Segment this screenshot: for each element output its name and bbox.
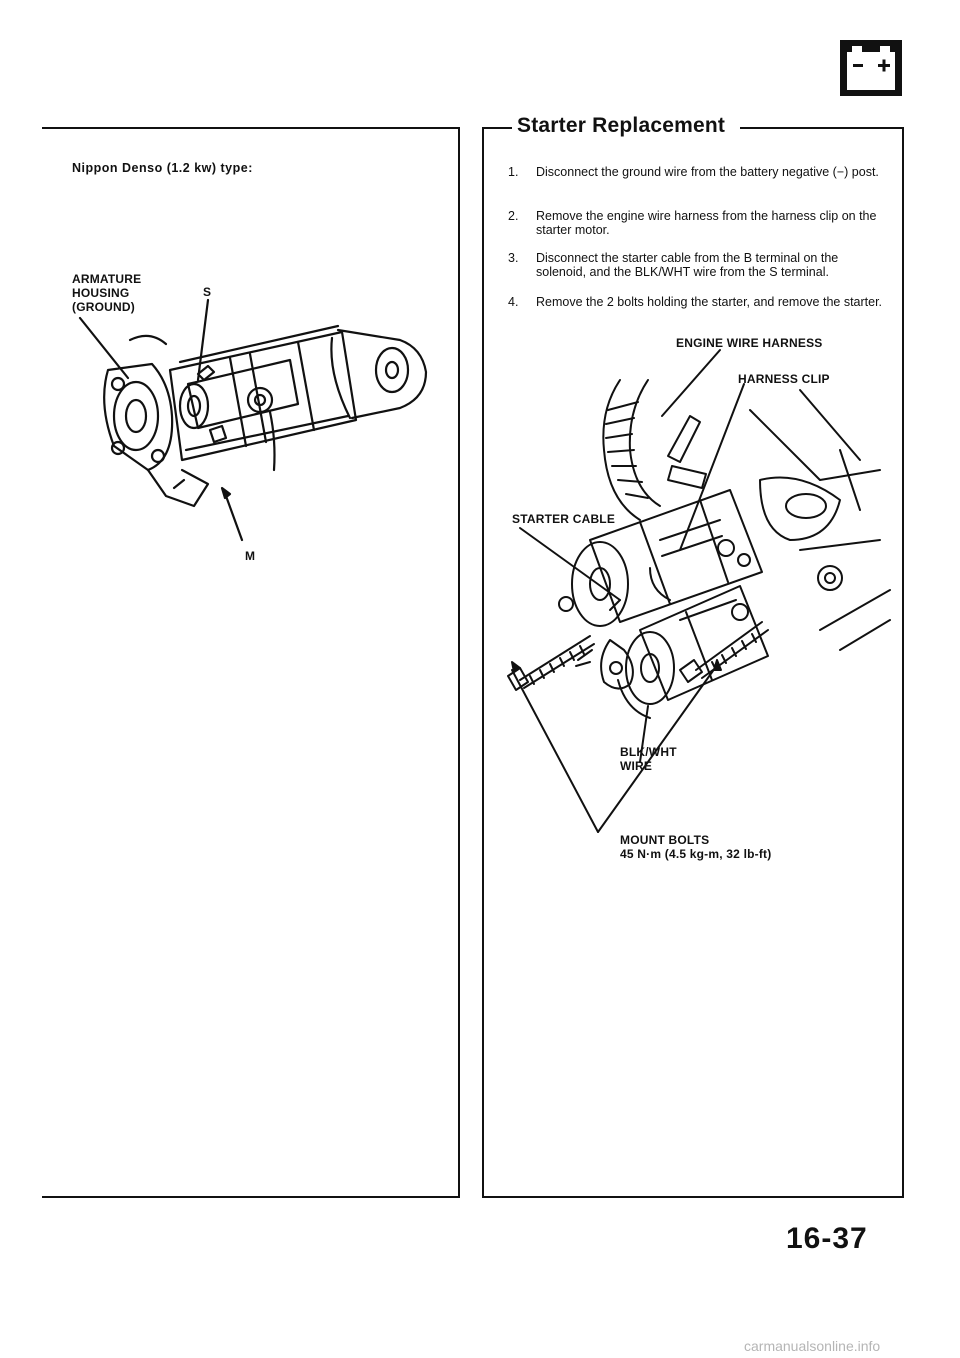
left-bottom-rule xyxy=(42,1196,460,1198)
footer-watermark: carmanualsonline.info xyxy=(744,1338,881,1354)
step-text: Remove the 2 bolts holding the starter, … xyxy=(536,295,883,309)
left-vertical-rule xyxy=(458,127,460,1197)
engine-wire-harness-callout: ENGINE WIRE HARNESS xyxy=(676,336,823,350)
step-3: 3. Disconnect the starter cable from the… xyxy=(508,251,888,281)
step-text: Disconnect the ground wire from the batt… xyxy=(536,165,879,179)
mount-bolts-callout: MOUNT BOLTS xyxy=(620,833,710,847)
step-number: 2. xyxy=(508,209,519,223)
harness-clip-callout: HARNESS CLIP xyxy=(738,372,830,386)
step-2: 2. Remove the engine wire harness from t… xyxy=(508,209,888,239)
page-number: 16-37 xyxy=(786,1222,868,1255)
starter-type-label: Nippon Denso (1.2 kw) type: xyxy=(72,161,253,175)
torque-spec-callout: 45 N·m (4.5 kg-m, 32 lb-ft) xyxy=(620,847,772,861)
section-title: Starter Replacement xyxy=(517,114,726,137)
blk-wht-line1: BLK/WHT xyxy=(620,745,677,759)
step-4: 4. Remove the 2 bolts holding the starte… xyxy=(508,295,888,325)
left-top-rule xyxy=(42,127,460,129)
blk-wht-line2: WIRE xyxy=(620,759,653,773)
right-bottom-rule xyxy=(482,1196,904,1198)
starter-removal-illustration xyxy=(507,349,891,833)
starter-motor-illustration xyxy=(78,298,428,542)
right-title-rule-right xyxy=(740,127,904,129)
m-terminal-callout: M xyxy=(245,549,256,563)
blk-wht-wire-callout: BLK/WHT WIRE xyxy=(620,745,677,773)
step-text: Remove the engine wire harness from the … xyxy=(536,209,877,237)
step-number: 1. xyxy=(508,165,519,179)
right-vertical-rule-right xyxy=(902,127,904,1197)
battery-icon xyxy=(840,40,902,96)
armature-housing-callout: ARMATURE HOUSING (GROUND) xyxy=(72,272,142,314)
step-1: 1. Disconnect the ground wire from the b… xyxy=(508,165,888,195)
starter-cable-callout: STARTER CABLE xyxy=(512,512,616,526)
right-vertical-rule-left xyxy=(482,127,484,1197)
step-number: 3. xyxy=(508,251,519,265)
step-text: Disconnect the starter cable from the B … xyxy=(536,251,839,279)
s-terminal-callout: S xyxy=(203,285,212,299)
step-number: 4. xyxy=(508,295,519,309)
right-title-rule-left xyxy=(482,127,512,129)
